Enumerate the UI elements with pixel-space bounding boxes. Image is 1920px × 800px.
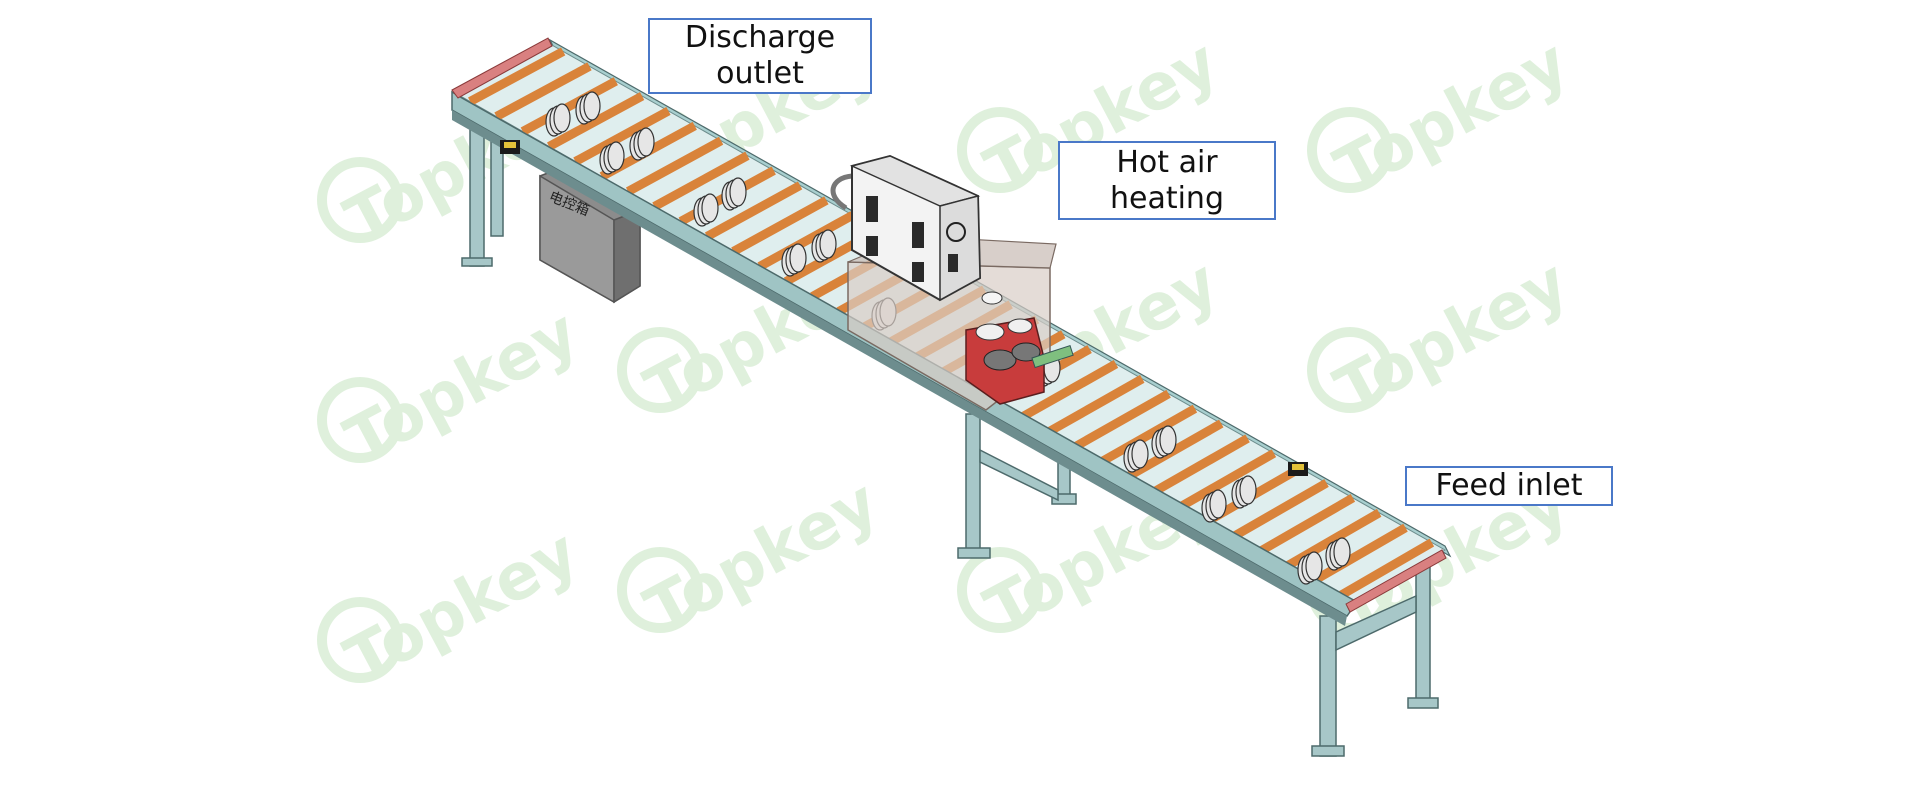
guide-wheel	[1159, 425, 1177, 455]
roller	[468, 47, 566, 106]
roller	[1257, 494, 1356, 556]
roller	[704, 181, 803, 241]
guide-wheel	[1131, 439, 1149, 469]
discharge-outlet-line1: Discharge	[684, 20, 836, 55]
roller	[1310, 523, 1408, 586]
guide-wheel	[701, 193, 719, 223]
pinch-roller-unit	[965, 291, 1074, 405]
hot-air-heating-line1: Hot air	[1116, 144, 1218, 180]
roller	[573, 107, 671, 166]
roller	[652, 151, 750, 211]
watermark-logo: Topkey	[317, 296, 590, 479]
watermark-logo: Topkey	[617, 466, 890, 649]
hot-air-heating-label: Hot air heating	[1058, 141, 1276, 220]
discharge-outlet-label: Discharge outlet	[648, 18, 872, 94]
guide-wheel	[637, 127, 655, 157]
roller	[1020, 360, 1119, 421]
hot-air-heater	[830, 154, 982, 302]
photo-sensors	[500, 140, 1308, 476]
roller	[1126, 419, 1224, 481]
guide-wheel	[1333, 537, 1351, 567]
watermark-logo: Topkey	[1307, 26, 1580, 209]
guide-wheel	[1305, 551, 1323, 581]
roller	[546, 92, 645, 151]
roller	[1231, 479, 1329, 541]
hot-air-heating-line2: heating	[1109, 180, 1224, 216]
watermark-logo: Topkey	[317, 516, 590, 699]
guide-wheel	[1209, 489, 1227, 519]
feed-inlet-text: Feed inlet	[1435, 468, 1583, 503]
roller	[1178, 449, 1277, 511]
roller	[1073, 389, 1171, 451]
feed-inlet-label: Feed inlet	[1405, 466, 1613, 506]
guide-wheel	[819, 229, 837, 259]
roller	[731, 196, 829, 256]
guide-wheel	[607, 141, 625, 171]
discharge-outlet-line2: outlet	[716, 56, 804, 91]
roller	[625, 136, 724, 196]
roller	[757, 211, 855, 271]
guide-wheel	[789, 243, 807, 273]
roller	[494, 62, 592, 121]
roller	[520, 77, 618, 136]
support-legs	[461, 127, 1439, 757]
roller	[1152, 434, 1250, 496]
guide-wheel	[729, 177, 747, 207]
roller	[1099, 404, 1198, 466]
watermark-logo: Topkey	[1307, 246, 1580, 429]
roller	[1047, 374, 1145, 436]
guide-wheel	[553, 103, 571, 133]
guide-wheel	[1239, 475, 1257, 505]
roller	[1336, 538, 1435, 601]
guide-wheel	[583, 91, 601, 121]
